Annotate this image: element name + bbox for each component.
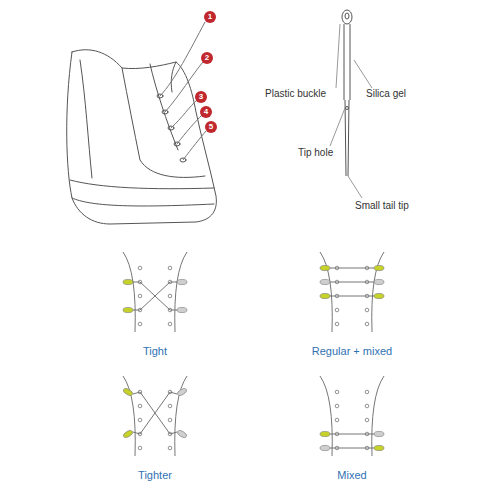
lace-tip <box>320 445 330 450</box>
eyelet <box>168 266 172 270</box>
shoe-edge <box>175 376 187 456</box>
eyelet <box>365 322 369 326</box>
caption: Regular + mixed <box>312 346 392 357</box>
eyelet <box>365 418 369 422</box>
shoe-edge <box>123 252 135 332</box>
eyelet <box>335 322 339 326</box>
lace-tip <box>176 387 187 397</box>
lace-tip <box>122 387 133 397</box>
lace <box>133 310 140 311</box>
lace <box>330 448 374 449</box>
caption: Mixed <box>337 470 366 481</box>
part-name: Tip hole <box>298 148 333 158</box>
eyelet <box>138 266 142 270</box>
caption: Tight <box>143 346 167 357</box>
callout-number: 2 <box>205 54 209 62</box>
lacing-panel <box>320 252 384 332</box>
lace-tip <box>320 279 330 284</box>
lace <box>330 434 374 435</box>
part-name: Plastic buckle <box>265 89 326 99</box>
lace <box>170 392 177 394</box>
lace-tip <box>176 429 187 439</box>
lace-tip <box>374 265 384 270</box>
lace-tip <box>320 431 330 436</box>
eyelet <box>138 294 142 298</box>
eyelet <box>335 418 339 422</box>
lace <box>170 282 177 283</box>
shoe-drawing <box>67 50 217 224</box>
lace <box>140 282 170 310</box>
lace-tip <box>123 279 133 284</box>
lace <box>133 432 140 434</box>
shoe-edge <box>320 252 332 332</box>
lace-tip <box>374 279 384 284</box>
lace <box>140 392 170 434</box>
lace <box>170 310 177 311</box>
lace <box>140 282 170 310</box>
eyelet <box>335 390 339 394</box>
lace-leads <box>160 22 206 160</box>
eyelet <box>138 322 142 326</box>
callout-number: 5 <box>209 123 213 131</box>
eyelet <box>168 418 172 422</box>
shoe-edge <box>372 376 384 456</box>
callout-number: 1 <box>208 13 212 21</box>
lace-tip <box>177 307 187 312</box>
lace <box>133 392 140 394</box>
lace-tip <box>320 265 330 270</box>
lacing-panel <box>122 376 187 456</box>
lace <box>170 432 177 434</box>
lace-tip <box>320 293 330 298</box>
eyelet <box>335 308 339 312</box>
part-name: Silica gel <box>366 89 406 99</box>
lacing-panel <box>123 252 187 332</box>
lace-detail <box>330 10 372 198</box>
eyelet <box>365 390 369 394</box>
lace <box>140 392 170 434</box>
eyelet <box>335 404 339 408</box>
shoe-edge <box>175 252 187 332</box>
lace-tip <box>374 293 384 298</box>
eyelet <box>168 294 172 298</box>
shoe-edge <box>123 376 135 456</box>
shoe-edge <box>320 376 332 456</box>
lace-tip <box>374 431 384 436</box>
eyelet <box>138 418 142 422</box>
lace-tip <box>123 307 133 312</box>
callout-number: 3 <box>199 93 203 101</box>
lace-tip <box>177 279 187 284</box>
eyelet <box>138 446 142 450</box>
lace-tip <box>374 445 384 450</box>
lace <box>330 268 374 269</box>
lace <box>330 282 374 283</box>
lace <box>330 296 374 297</box>
eyelet <box>365 404 369 408</box>
eyelet <box>168 404 172 408</box>
eyelet <box>168 322 172 326</box>
callout-number: 4 <box>204 108 208 116</box>
caption: Tighter <box>138 470 172 481</box>
lacing-panel <box>320 376 384 456</box>
lace-tip <box>122 429 133 439</box>
callout-circles <box>195 11 217 133</box>
part-name: Small tail tip <box>355 201 409 211</box>
eyelet <box>168 446 172 450</box>
lace <box>133 282 140 283</box>
eyelet <box>365 308 369 312</box>
eyelet <box>138 404 142 408</box>
shoe-edge <box>372 252 384 332</box>
